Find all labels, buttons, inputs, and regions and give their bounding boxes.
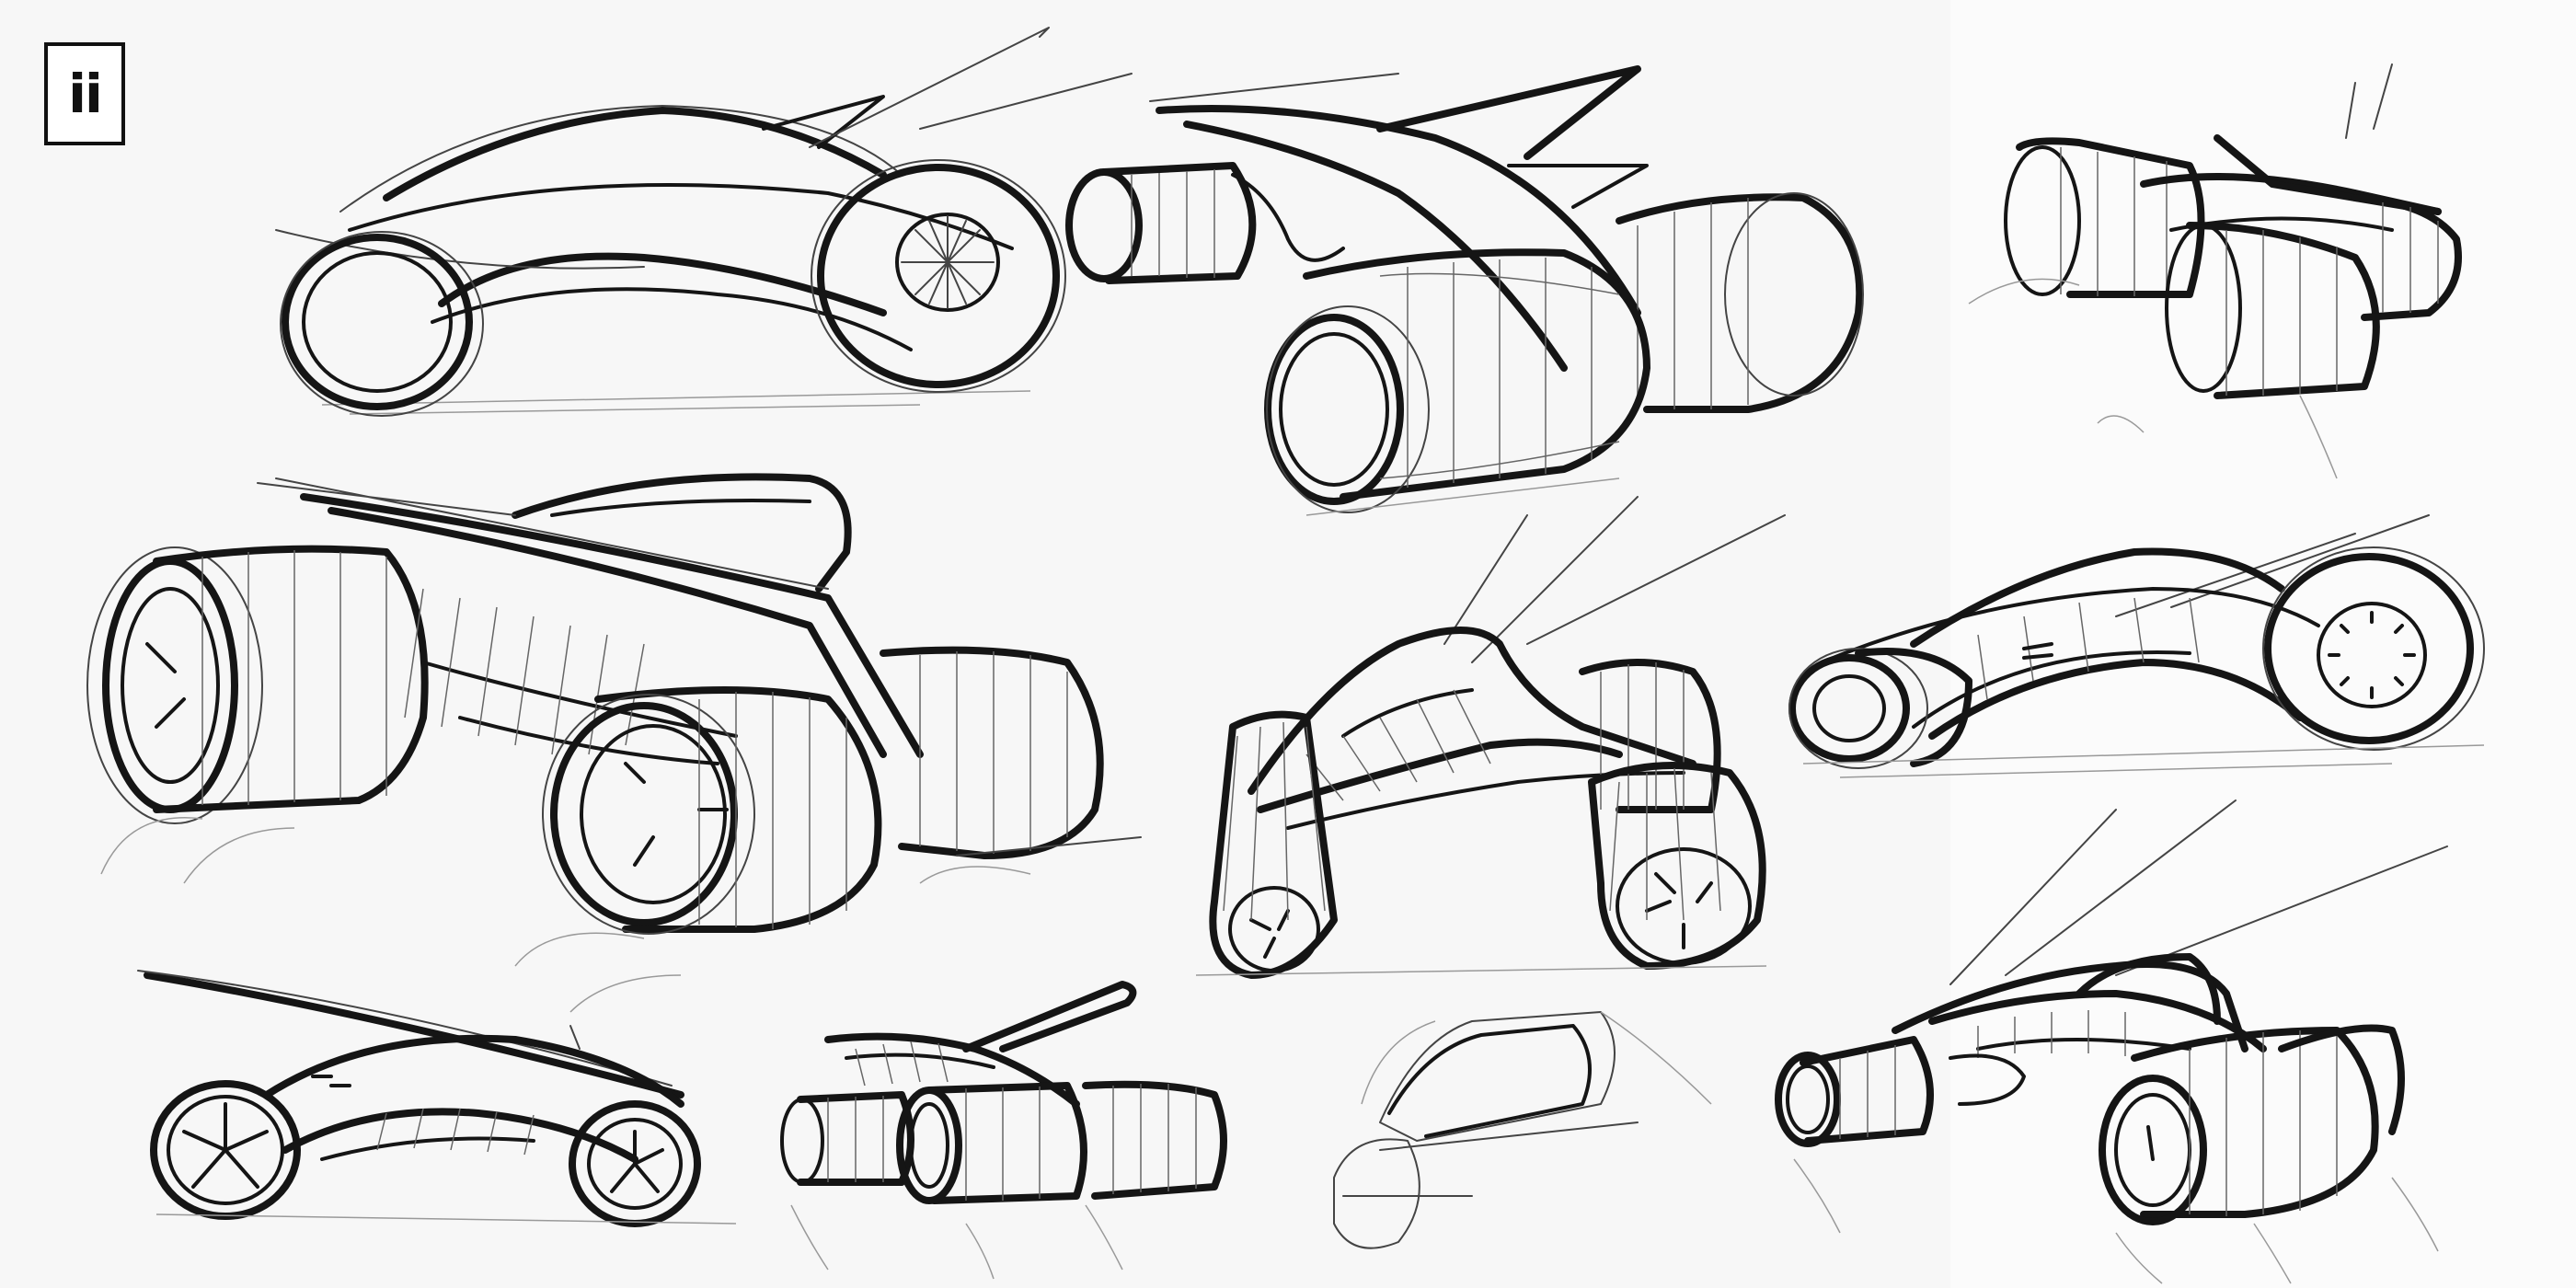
sketch-jet-top-center: [919, 65, 1864, 516]
sketch-jet-top-right: [1968, 63, 2462, 479]
sketch-jet-bottom-center: [780, 981, 1227, 1280]
sketch-two-wheel-mid-right: [1788, 514, 2485, 778]
sketch-jet-mid-left: [86, 473, 1142, 1013]
logo-text: ii: [68, 63, 103, 125]
sketch-jet-bottom-right: [1775, 799, 2448, 1284]
sketch-pod-center: [1195, 496, 1786, 979]
sketch-two-wheel-top-left: [275, 27, 1066, 417]
sketch-two-wheel-bottom-left: [137, 970, 737, 1227]
logo-badge: ii: [44, 42, 125, 145]
sketch-pod-outline: [1333, 1011, 1712, 1249]
